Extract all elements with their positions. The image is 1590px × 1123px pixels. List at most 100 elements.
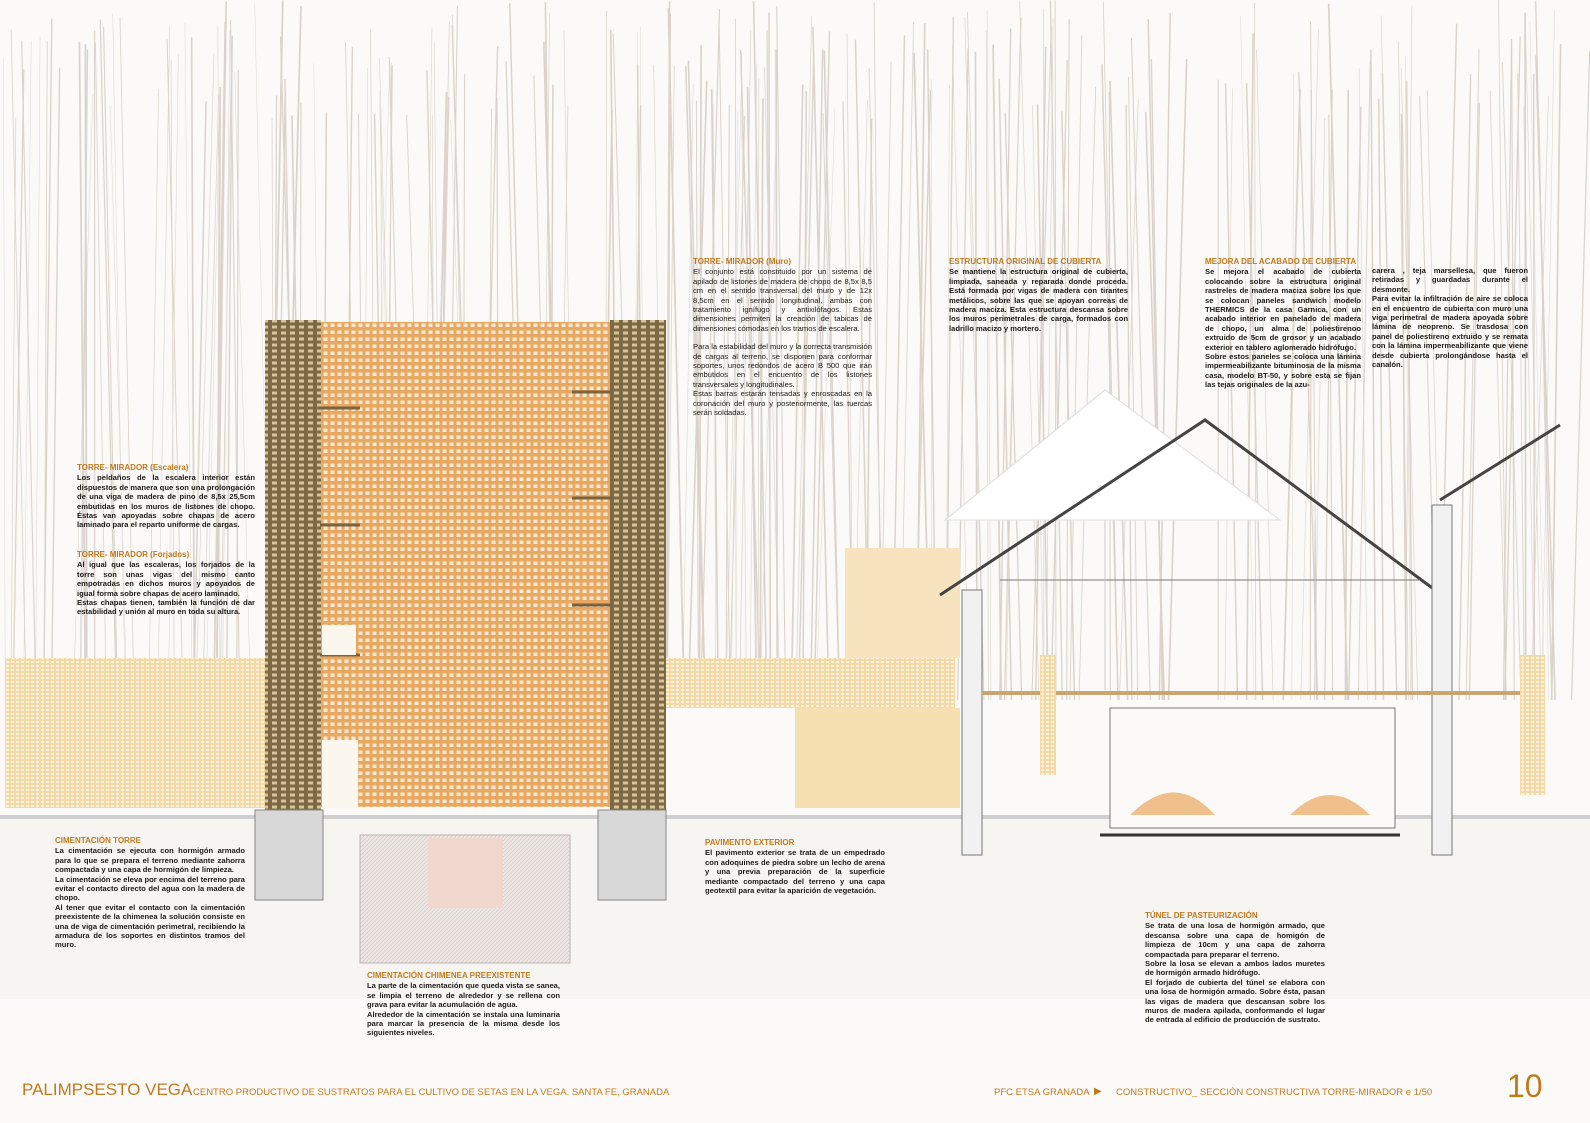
tree-trunk bbox=[1031, 26, 1052, 701]
substrate-pile-left bbox=[1130, 792, 1215, 815]
tree-trunk bbox=[1511, 38, 1515, 701]
tree-trunk bbox=[1158, 13, 1171, 701]
project-subtitle: CENTRO PRODUCTIVO DE SUSTRATOS PARA EL C… bbox=[193, 1087, 670, 1098]
tree-trunk bbox=[710, 88, 720, 701]
tree-trunk bbox=[739, 49, 762, 701]
tree-trunk bbox=[167, 54, 179, 701]
tree-trunk bbox=[1049, 0, 1063, 701]
tree-trunk bbox=[119, 17, 135, 701]
tree-trunk bbox=[1550, 44, 1562, 701]
page-number: 10 bbox=[1507, 1068, 1543, 1104]
note-title: MEJORA DEL ACABADO DE CUBIERTA bbox=[1205, 257, 1357, 266]
tree-trunk bbox=[3, 58, 6, 701]
tree-trunk bbox=[1465, 48, 1480, 701]
tree-trunk bbox=[667, 8, 686, 701]
note-text: Alrededor de la cimentación se instala u… bbox=[367, 1009, 560, 1038]
tree-trunk bbox=[1130, 38, 1151, 701]
tree-trunk bbox=[985, 30, 989, 701]
tree-trunk bbox=[1078, 86, 1097, 701]
foundation-right bbox=[597, 809, 667, 901]
tree-trunk bbox=[682, 84, 694, 701]
tree-trunk bbox=[1504, 36, 1521, 701]
note-title: CIMENTACIÓN CHIMENEA PREEXISTENTE bbox=[367, 971, 531, 980]
tree-trunk bbox=[1370, 49, 1377, 701]
tree-trunk bbox=[236, 69, 239, 701]
note-tunel-pasteurizacion: TÚNEL DE PASTEURIZACIÓN Se trata de una … bbox=[1145, 911, 1325, 1025]
tree-trunk bbox=[809, 49, 824, 701]
tree-trunk bbox=[1517, 73, 1525, 701]
note-mejora-cubierta: MEJORA DEL ACABADO DE CUBIERTA Se mejora… bbox=[1205, 257, 1361, 390]
note-text: Estas chapas tienen, también la función … bbox=[77, 598, 255, 617]
tree-trunk bbox=[1291, 73, 1294, 701]
tree-trunk bbox=[1404, 5, 1413, 701]
ground-line bbox=[0, 815, 1590, 819]
arrow-right-icon: ▶ bbox=[1094, 1086, 1102, 1097]
tree-trunk bbox=[1535, 55, 1556, 701]
tree-trunk bbox=[109, 105, 128, 701]
tower-door bbox=[322, 740, 358, 808]
tree-trunk bbox=[1256, 49, 1274, 701]
tree-trunk bbox=[1167, 59, 1188, 701]
tree-trunk bbox=[1405, 80, 1414, 701]
tree-trunk bbox=[1254, 2, 1257, 701]
note-text: Para la estabilidad del muro y la correc… bbox=[693, 342, 872, 389]
tree-trunk bbox=[1061, 111, 1076, 701]
tree-trunk bbox=[797, 53, 815, 701]
tree-trunk bbox=[1224, 83, 1239, 701]
tree-trunk bbox=[215, 1, 227, 701]
note-text: La parte de la cimentación que queda vis… bbox=[367, 981, 560, 1010]
tree-trunk bbox=[1378, 98, 1385, 701]
note-text: carera , teja marsellesa, que fueron ret… bbox=[1372, 266, 1528, 294]
tree-trunk bbox=[1069, 35, 1083, 701]
tree-trunk bbox=[1468, 103, 1480, 701]
foundation-left bbox=[254, 809, 324, 901]
note-title: TORRE- MIRADOR (Escalera) bbox=[77, 463, 189, 472]
tree-trunk bbox=[1532, 74, 1536, 701]
tree-trunk bbox=[202, 95, 219, 701]
tree-trunk bbox=[78, 42, 87, 701]
tree-trunk bbox=[665, 1, 671, 701]
tree-trunk bbox=[1282, 88, 1301, 701]
note-text: Se trata de una losa de hormigón armado,… bbox=[1145, 921, 1325, 959]
tree-trunk bbox=[103, 26, 119, 701]
tree-trunk bbox=[718, 27, 731, 701]
tree-trunk bbox=[1458, 74, 1472, 701]
tree-trunk bbox=[739, 30, 752, 701]
note-text: Sobre estos paneles se coloca una lámina… bbox=[1205, 352, 1361, 390]
tree-trunk bbox=[195, 53, 215, 701]
tree-trunk bbox=[752, 1, 768, 701]
tree-trunk bbox=[1398, 41, 1409, 701]
note-torre-escalera: TORRE- MIRADOR (Escalera) Los peldaños d… bbox=[77, 463, 255, 530]
tree-trunk bbox=[72, 94, 94, 701]
tree-trunk bbox=[666, 13, 671, 701]
tree-trunk bbox=[813, 31, 831, 701]
note-estructura-cubierta: ESTRUCTURA ORIGINAL DE CUBIERTA Se manti… bbox=[949, 257, 1128, 333]
school-label: PFC ETSA GRANADA bbox=[994, 1087, 1090, 1098]
note-text: El forjado de cubierta del túnel se elab… bbox=[1145, 977, 1325, 1025]
tree-trunk bbox=[21, 40, 37, 701]
left-fence bbox=[5, 658, 267, 808]
tree-trunk bbox=[1524, 12, 1527, 701]
tree-trunk bbox=[731, 111, 738, 701]
tree-trunk bbox=[790, 84, 804, 701]
tree-trunk bbox=[685, 65, 706, 701]
tower-column-left bbox=[265, 320, 321, 810]
tree-trunk bbox=[1489, 90, 1507, 701]
note-torre-muro: TORRE- MIRADOR (Muro) El conjunto está c… bbox=[693, 257, 872, 418]
note-text: La cimentación se ejecuta con hormigón a… bbox=[55, 846, 245, 875]
tree-trunk bbox=[1571, 51, 1590, 701]
tree-trunk bbox=[84, 44, 88, 701]
tree-trunk bbox=[1128, 76, 1139, 701]
tree-trunk bbox=[219, 45, 233, 701]
substrate-pile-right bbox=[1290, 795, 1370, 815]
note-title: TÚNEL DE PASTEURIZACIÓN bbox=[1145, 911, 1258, 920]
tree-trunk bbox=[816, 108, 836, 701]
note-torre-forjados: TORRE- MIRADOR (Forjados) Al igual que l… bbox=[77, 550, 255, 617]
tree-trunk bbox=[1034, 46, 1047, 701]
tree-trunk bbox=[1119, 99, 1139, 701]
tree-trunk bbox=[986, 10, 992, 701]
tree-trunk bbox=[757, 78, 760, 701]
tree-trunk bbox=[148, 89, 159, 701]
tree-trunk bbox=[12, 69, 25, 701]
